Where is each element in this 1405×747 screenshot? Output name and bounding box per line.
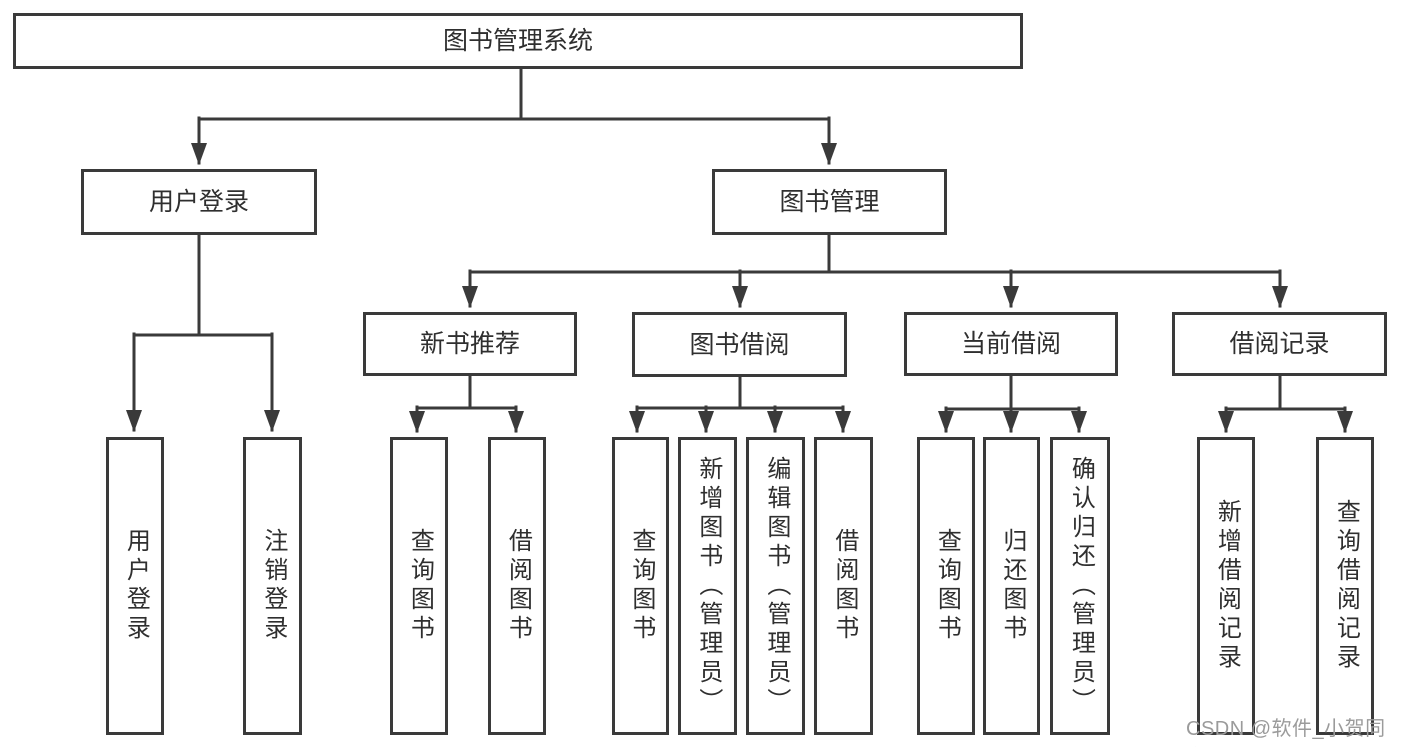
leaf-borrow-books-1-label: 借阅图书	[504, 528, 532, 644]
leaf-return-books: 归还图书	[983, 437, 1040, 735]
leaf-user-login-label: 用户登录	[122, 528, 150, 644]
node-book-management-label: 图书管理	[779, 188, 880, 216]
leaf-add-book-admin-label: 新增图书（管理员）	[694, 455, 722, 717]
leaf-logout-label: 注销登录	[259, 528, 287, 644]
node-user-login: 用户登录	[81, 169, 317, 235]
leaf-user-login: 用户登录	[106, 437, 164, 735]
node-borrow-records: 借阅记录	[1172, 312, 1387, 376]
node-user-login-label: 用户登录	[148, 188, 249, 216]
leaf-query-borrow-record: 查询借阅记录	[1316, 437, 1374, 735]
node-book-management: 图书管理	[712, 169, 947, 235]
leaf-query-books-3-label: 查询图书	[933, 528, 961, 644]
node-new-book-recommend: 新书推荐	[363, 312, 577, 376]
node-book-borrow: 图书借阅	[632, 312, 847, 377]
node-root: 图书管理系统	[13, 13, 1023, 69]
node-current-borrow-label: 当前借阅	[960, 330, 1061, 358]
leaf-edit-book-admin-label: 编辑图书（管理员）	[762, 455, 790, 717]
leaf-query-books-1-label: 查询图书	[406, 528, 434, 644]
leaf-return-books-label: 归还图书	[998, 528, 1026, 644]
leaf-confirm-return-admin-label: 确认归还（管理员）	[1067, 455, 1095, 717]
leaf-add-borrow-record-label: 新增借阅记录	[1213, 499, 1241, 673]
leaf-query-books-2-label: 查询图书	[627, 528, 655, 644]
leaf-query-books-3: 查询图书	[917, 437, 975, 735]
node-current-borrow: 当前借阅	[904, 312, 1118, 376]
node-new-book-recommend-label: 新书推荐	[419, 330, 520, 358]
leaf-query-books-1: 查询图书	[390, 437, 448, 735]
leaf-edit-book-admin: 编辑图书（管理员）	[746, 437, 805, 735]
leaf-borrow-books-1: 借阅图书	[488, 437, 546, 735]
node-book-borrow-label: 图书借阅	[689, 330, 790, 359]
leaf-add-book-admin: 新增图书（管理员）	[678, 437, 737, 735]
leaf-query-borrow-record-label: 查询借阅记录	[1332, 499, 1360, 673]
leaf-logout: 注销登录	[243, 437, 302, 735]
leaf-borrow-books-2: 借阅图书	[814, 437, 873, 735]
node-root-label: 图书管理系统	[442, 27, 593, 55]
node-borrow-records-label: 借阅记录	[1229, 330, 1330, 358]
csdn-watermark: CSDN @软件_小贺同学	[1186, 718, 1386, 740]
leaf-add-borrow-record: 新增借阅记录	[1197, 437, 1255, 735]
leaf-confirm-return-admin: 确认归还（管理员）	[1050, 437, 1110, 735]
leaf-query-books-2: 查询图书	[612, 437, 669, 735]
leaf-borrow-books-2-label: 借阅图书	[830, 528, 858, 644]
